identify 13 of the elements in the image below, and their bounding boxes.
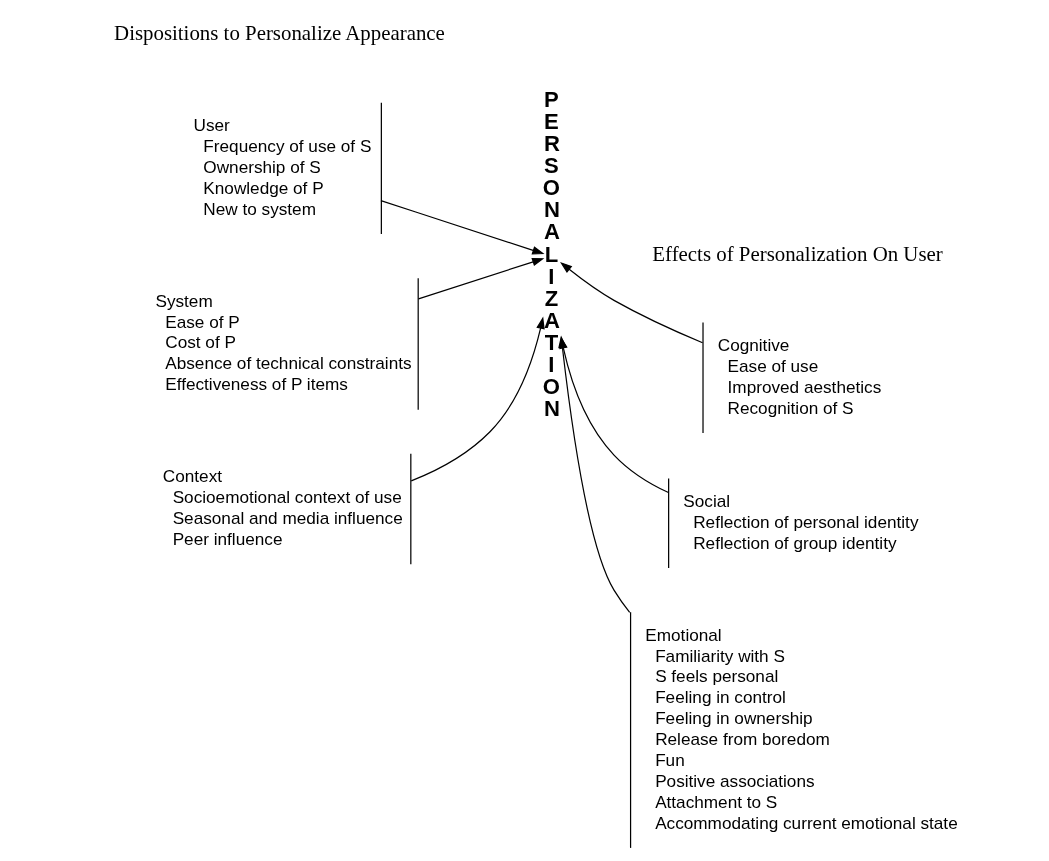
- arrow: [559, 261, 703, 344]
- node-text: Cognitive Ease of use Improved aesthetics Recognition of S: [717, 334, 881, 418]
- node-text: Context Socioemotional context of use Seasonal and media influence Peer influence: [162, 466, 403, 549]
- label: Effects of Personalization On User: [651, 242, 943, 267]
- arrow: [379, 199, 544, 255]
- arrow: [410, 316, 545, 482]
- node-text: System Ease of P Cost of P Absence of technical constraints Effectiveness of P items: [154, 290, 412, 395]
- node-text: User Frequency of use of S Ownership of S Knowledge of P New to system: [193, 115, 371, 219]
- node-text: Social Reflection of personal identity Reflection of group identity: [682, 490, 918, 553]
- node-text: PERSONALIZATION: [542, 86, 560, 422]
- arrow: [417, 257, 544, 300]
- label: Dispositions to Personalize Appearance: [113, 21, 445, 46]
- node-text: Emotional Familiarity with S S feels personal Feeling in control Feeling in ownership Release from boredom Fun Positive associations Attachment to S Accommodating current emotional state: [644, 624, 958, 833]
